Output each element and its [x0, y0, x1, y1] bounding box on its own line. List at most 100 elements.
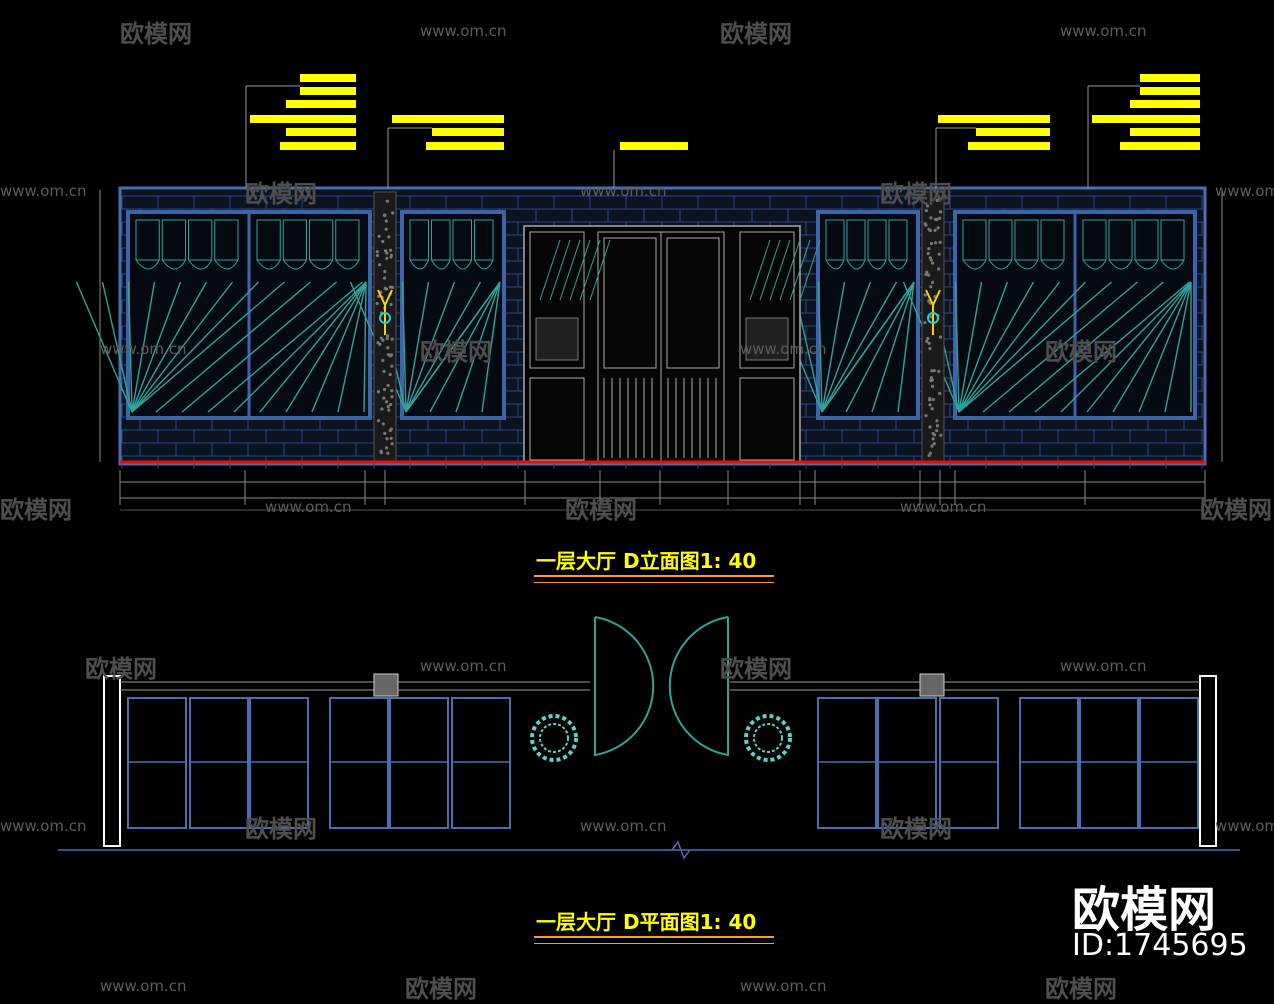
stone-texture [934, 241, 937, 244]
stone-texture [938, 392, 941, 395]
booth-seat [452, 698, 510, 828]
stone-texture [935, 419, 938, 422]
stone-texture [387, 405, 390, 408]
stone-texture [926, 337, 929, 340]
stone-texture [939, 241, 942, 244]
stone-texture [386, 337, 389, 340]
leader-tag [1140, 74, 1200, 82]
stone-texture [937, 370, 940, 373]
stone-texture [930, 444, 933, 447]
stone-texture [387, 235, 390, 238]
watermark-url: www.om.cn [1215, 817, 1274, 835]
stone-texture [385, 446, 388, 449]
leader-tag [620, 142, 688, 150]
watermark-url: www.om.cn [740, 340, 827, 358]
booth-seat [128, 698, 186, 828]
leader-tag [1140, 87, 1200, 95]
plan-title-underline [534, 936, 774, 938]
stone-texture [387, 384, 390, 387]
stone-texture [933, 433, 936, 436]
stone-texture [928, 347, 931, 350]
stone-texture [382, 422, 385, 425]
stone-texture [386, 334, 389, 337]
watermark-name: 欧模网 [1045, 969, 1117, 1004]
stone-texture [925, 270, 928, 273]
stone-texture [928, 397, 931, 400]
door-swing-right [670, 617, 728, 755]
plan-wall-left [104, 676, 120, 846]
stone-texture [389, 303, 392, 306]
door-swing-left [595, 617, 653, 755]
stone-texture [385, 400, 388, 403]
stone-texture [376, 254, 379, 257]
leader-tag [938, 115, 1050, 123]
stone-texture [376, 250, 379, 253]
stone-texture [383, 432, 386, 435]
stone-texture [931, 281, 934, 284]
stone-texture [929, 285, 932, 288]
plan-column [374, 674, 398, 696]
stone-texture [384, 287, 387, 290]
watermark-name: 欧模网 [880, 174, 952, 209]
stone-texture [382, 397, 385, 400]
stone-texture [928, 342, 931, 345]
leader-tag [280, 142, 356, 150]
stone-texture [929, 229, 932, 232]
stone-texture [385, 257, 388, 260]
stone-texture [386, 346, 389, 349]
leader-tag [426, 142, 504, 150]
stone-texture [931, 261, 934, 264]
plant-pot-inner [754, 724, 782, 752]
stone-texture [380, 407, 383, 410]
watermark-url: www.om.cn [1215, 182, 1274, 200]
stone-texture [389, 354, 392, 357]
watermark-name: 欧模网 [880, 809, 952, 844]
stone-texture [377, 419, 380, 422]
stone-texture [383, 213, 386, 216]
stone-texture [927, 274, 930, 277]
leader-tag [1092, 115, 1200, 123]
watermark-name: 欧模网 [1045, 332, 1117, 367]
stone-texture [939, 210, 942, 213]
watermark-url: www.om.cn [1060, 22, 1147, 40]
stone-texture [923, 321, 926, 324]
plant-pot [532, 716, 576, 760]
stone-texture [381, 359, 384, 362]
watermark-name: 欧模网 [720, 14, 792, 49]
watermark-name: 欧模网 [565, 490, 637, 525]
watermark-name: 欧模网 [1200, 490, 1272, 525]
stone-texture [390, 389, 393, 392]
stone-texture [390, 254, 393, 257]
stone-texture [381, 339, 384, 342]
stone-texture [389, 249, 392, 252]
stone-texture [932, 437, 935, 440]
watermark-name: 欧模网 [420, 332, 492, 367]
stone-texture [939, 335, 942, 338]
plan-title-underline-2 [534, 943, 774, 944]
stone-texture [924, 293, 927, 296]
watermark-name: 欧模网 [245, 809, 317, 844]
watermark-name: 欧模网 [0, 490, 72, 525]
stone-texture [927, 247, 930, 250]
stone-texture [936, 424, 939, 427]
booth-seat [1140, 698, 1198, 828]
leader-tag [968, 142, 1050, 150]
stone-texture [378, 263, 381, 266]
stone-texture [930, 258, 933, 261]
leader-tag [1130, 100, 1200, 108]
stone-texture [929, 452, 932, 455]
watermark-id: ID:1745695 [1072, 928, 1248, 963]
watermark-url: www.om.cn [1060, 657, 1147, 675]
watermark-name: 欧模网 [405, 969, 477, 1004]
stone-texture [381, 240, 384, 243]
booth-seat [190, 698, 248, 828]
stone-texture [389, 429, 392, 432]
elevation-title-underline-2 [534, 582, 774, 583]
stone-texture [387, 408, 390, 411]
stone-texture [385, 228, 388, 231]
watermark-url: www.om.cn [420, 657, 507, 675]
plan-title: 一层大厅 D平面图1: 40 [536, 906, 756, 935]
watermark-url: www.om.cn [420, 22, 507, 40]
